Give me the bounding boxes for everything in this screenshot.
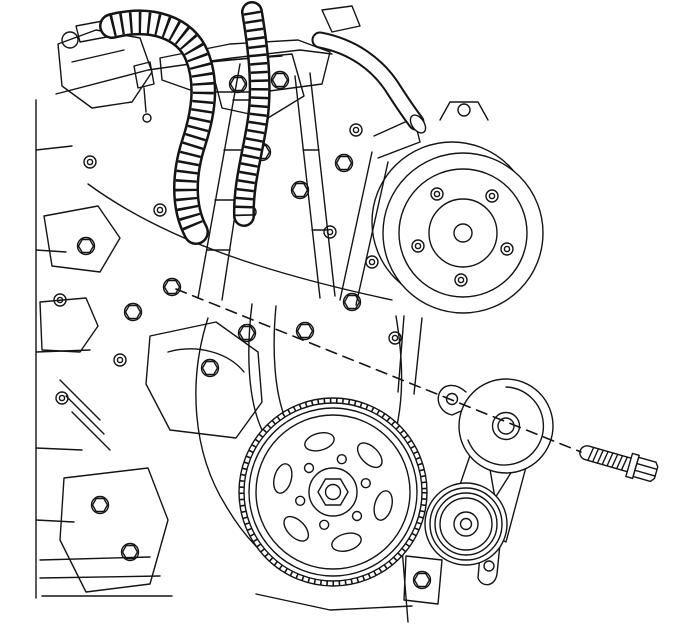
accessory-drive-pulley (371, 101, 544, 314)
crankshaft-pulley (238, 397, 428, 587)
tensioner-mounting-bolt (579, 445, 659, 483)
corrugated-hoses (99, 1, 427, 245)
engine-front-assembly (35, 19, 443, 623)
assembly-centerline (175, 288, 582, 453)
drive-belt-tensioner (424, 378, 554, 586)
